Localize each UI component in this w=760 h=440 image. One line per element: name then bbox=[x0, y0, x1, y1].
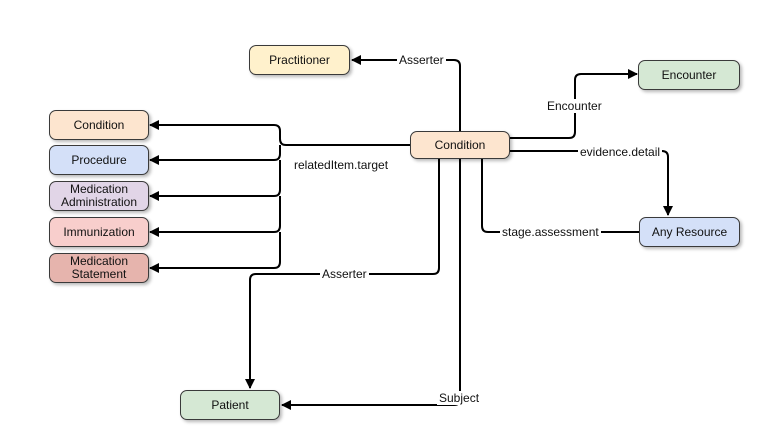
patient-node[interactable]: Patient bbox=[180, 390, 280, 420]
edge-related-item-medication-statement bbox=[149, 232, 281, 273]
edge-stage-assessment bbox=[481, 159, 639, 233]
encounter-node[interactable]: Encounter bbox=[638, 60, 740, 90]
edge-label-related-item-target: relatedItem.target bbox=[292, 158, 391, 172]
practitioner-node[interactable]: Practitioner bbox=[249, 45, 350, 75]
edge-label-asserter-patient: Asserter bbox=[320, 267, 369, 281]
edge-evidence-detail bbox=[510, 150, 673, 216]
edge-related-item-immunization bbox=[149, 196, 281, 237]
edge-related-item-procedure bbox=[149, 145, 281, 165]
edge-subject bbox=[281, 159, 461, 410]
medication-administration-node[interactable]: Medication Administration bbox=[49, 181, 149, 211]
edge-asserter-practitioner bbox=[351, 55, 461, 131]
edge-label-asserter-practitioner: Asserter bbox=[397, 53, 446, 67]
edge-label-encounter: Encounter bbox=[545, 99, 604, 113]
any-resource-node[interactable]: Any Resource bbox=[639, 217, 740, 247]
edge-label-subject: Subject bbox=[437, 391, 482, 405]
edge-label-stage-assessment: stage.assessment bbox=[500, 225, 601, 239]
edge-related-item-medication-administration bbox=[149, 160, 281, 201]
edge-related-item-condition bbox=[149, 120, 410, 146]
condition-main-node[interactable]: Condition bbox=[410, 131, 510, 159]
procedure-node[interactable]: Procedure bbox=[49, 145, 149, 175]
immunization-node[interactable]: Immunization bbox=[49, 217, 149, 247]
condition-node[interactable]: Condition bbox=[49, 110, 149, 140]
medication-statement-node[interactable]: Medication Statement bbox=[49, 253, 149, 283]
edge-label-evidence-detail: evidence.detail bbox=[578, 145, 663, 159]
